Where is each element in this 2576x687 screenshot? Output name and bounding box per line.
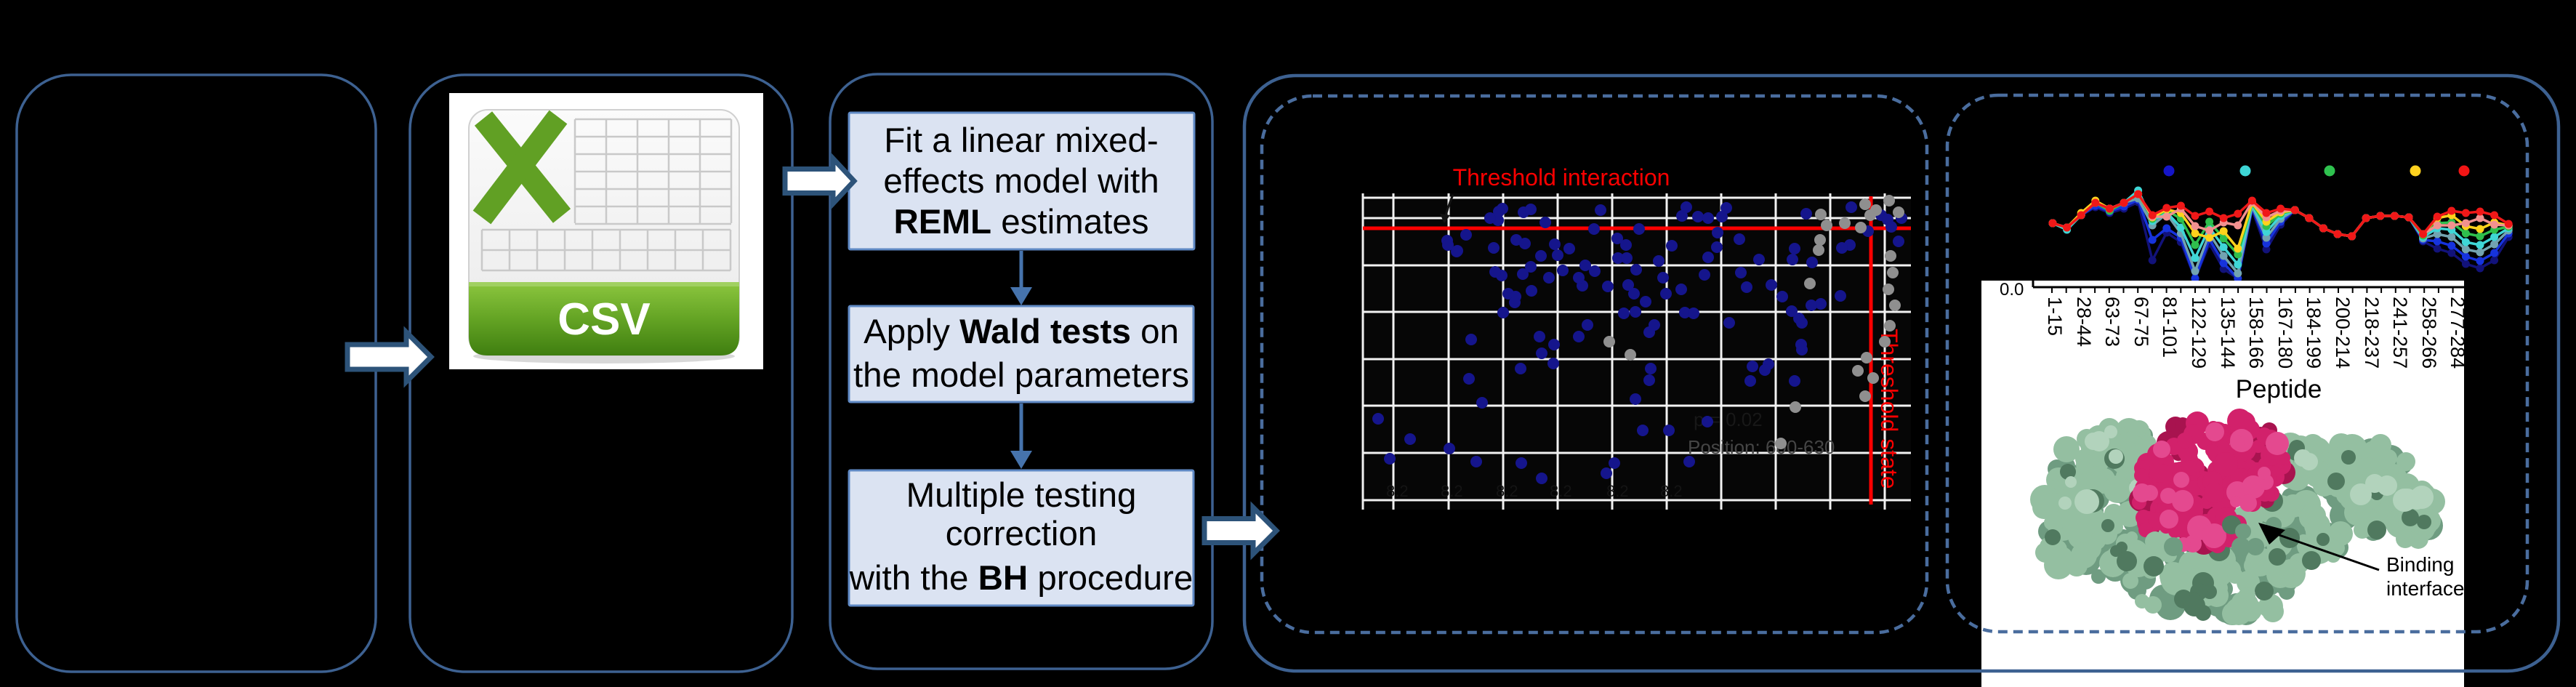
svg-text:Position: 600-630: Position: 600-630 <box>1688 436 1835 458</box>
svg-text:184-199: 184-199 <box>2303 297 2325 369</box>
svg-text:158-166: 158-166 <box>2245 297 2267 369</box>
svg-text:Threshold state: Threshold state <box>1876 329 1902 489</box>
svg-text:63-73: 63-73 <box>2101 297 2123 347</box>
svg-text:8.2: 8.2 <box>1441 482 1463 500</box>
svg-text:8.2: 8.2 <box>1550 482 1572 500</box>
svg-text:0.0: 0.0 <box>2000 280 2024 300</box>
svg-text:interface: interface <box>2386 577 2464 600</box>
svg-text:122-129: 122-129 <box>2188 297 2210 369</box>
svg-text:the model parameters: the model parameters <box>853 356 1189 395</box>
svg-text:67-75: 67-75 <box>2130 297 2152 347</box>
svg-text:with the BH procedure: with the BH procedure <box>849 559 1194 598</box>
svg-text:81-101: 81-101 <box>2159 297 2181 358</box>
svg-text:correction: correction <box>946 515 1098 553</box>
svg-text:Multiple testing: Multiple testing <box>906 476 1137 515</box>
svg-text:Fit a linear mixed-: Fit a linear mixed- <box>884 121 1158 160</box>
svg-text:8.2: 8.2 <box>1386 482 1409 500</box>
svg-text:277-284: 277-284 <box>2447 297 2468 369</box>
svg-text:135-144: 135-144 <box>2217 297 2239 369</box>
svg-text:1-15: 1-15 <box>2044 297 2066 336</box>
svg-text:Peptide: Peptide <box>2236 375 2322 403</box>
svg-text:CSV: CSV <box>558 294 650 345</box>
svg-text:28-44: 28-44 <box>2073 297 2095 347</box>
svg-text:Binding: Binding <box>2386 553 2454 576</box>
svg-text:8.2: 8.2 <box>1606 482 1629 500</box>
svg-text:8.2: 8.2 <box>1496 482 1518 500</box>
svg-text:REML estimates: REML estimates <box>893 203 1148 241</box>
svg-text:241-257: 241-257 <box>2389 297 2411 369</box>
svg-text:effects model with: effects model with <box>883 162 1159 201</box>
svg-text:Apply Wald tests on: Apply Wald tests on <box>864 313 1179 351</box>
svg-text:218-237: 218-237 <box>2361 297 2383 369</box>
svg-text:167-180: 167-180 <box>2274 297 2296 369</box>
svg-text:Threshold interaction: Threshold interaction <box>1453 164 1670 190</box>
svg-text:200-214: 200-214 <box>2332 297 2354 369</box>
svg-text:258-266: 258-266 <box>2418 297 2440 369</box>
svg-text:8.2: 8.2 <box>1660 482 1683 500</box>
